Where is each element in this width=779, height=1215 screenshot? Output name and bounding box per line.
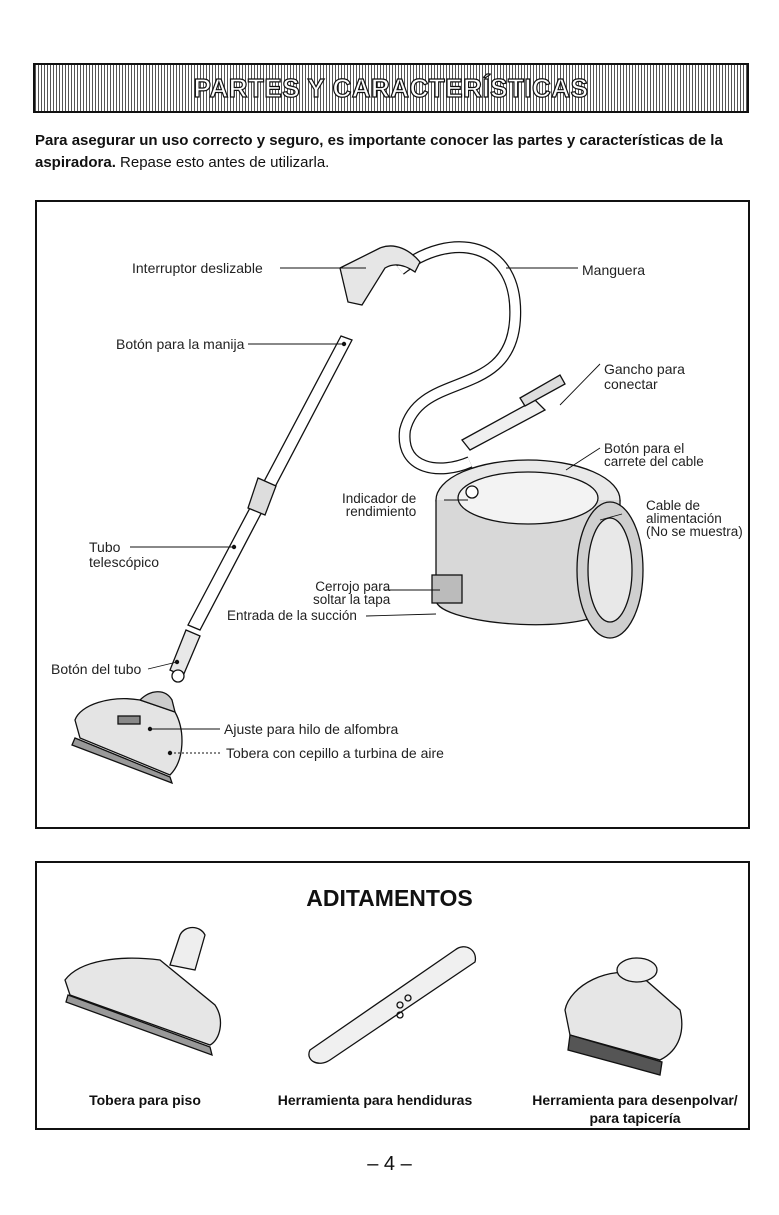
label-tube-button: Botón del tubo	[51, 661, 142, 677]
intro-normal: Repase esto antes de utilizarla.	[115, 154, 330, 171]
label-slide-switch: Interruptor deslizable	[132, 260, 263, 276]
label-cord-reel-button: Botón para el carrete del cable	[604, 441, 704, 469]
label-lid-release: Cerrojo para soltar la tapa	[313, 579, 391, 607]
label-suction-inlet: Entrada de la succión	[227, 608, 357, 623]
label-hose: Manguera	[582, 262, 646, 278]
caption-floor-nozzle: Tobera para piso	[89, 1092, 201, 1108]
page-number: – 4 –	[367, 1153, 412, 1175]
label-performance-indicator: Indicador de rendimiento	[342, 491, 417, 519]
intro-bold: Para asegurar un uso correcto y seguro, …	[35, 132, 723, 171]
canister-illustration	[431, 459, 644, 639]
leader-lines	[130, 267, 623, 754]
dusting-brush-illustration	[564, 957, 683, 1076]
turbine-nozzle-illustration	[71, 691, 183, 785]
section-banner: PARTES Y CARACTERÍSTICAS	[33, 63, 749, 113]
crevice-tool-illustration	[308, 946, 477, 1064]
label-hook: Gancho para conectar	[604, 361, 685, 392]
caption-dusting-brush: Herramienta para desenpolvar/ para tapic…	[532, 1092, 738, 1126]
section-title: PARTES Y CARACTERÍSTICAS	[193, 72, 589, 103]
intro-paragraph: Para asegurar un uso correcto y seguro, …	[35, 130, 745, 174]
accessories-title: ADITAMENTOS	[306, 885, 473, 911]
tube-illustration	[169, 335, 353, 683]
parts-panel	[35, 200, 750, 829]
label-carpet-adjust: Ajuste para hilo de alfombra	[224, 721, 399, 737]
label-power-cord: Cable de alimentación (No se muestra)	[646, 498, 743, 539]
accessories-panel	[35, 861, 750, 1130]
hose-illustration	[339, 241, 566, 475]
label-handle-button: Botón para la manija	[116, 336, 245, 352]
caption-crevice-tool: Herramienta para hendiduras	[277, 1092, 473, 1108]
label-air-turbine-nozzle: Tobera con cepillo a turbina de aire	[226, 745, 444, 761]
label-telescopic-tube: Tubo telescópico	[89, 539, 160, 570]
floor-nozzle-illustration	[64, 926, 222, 1057]
